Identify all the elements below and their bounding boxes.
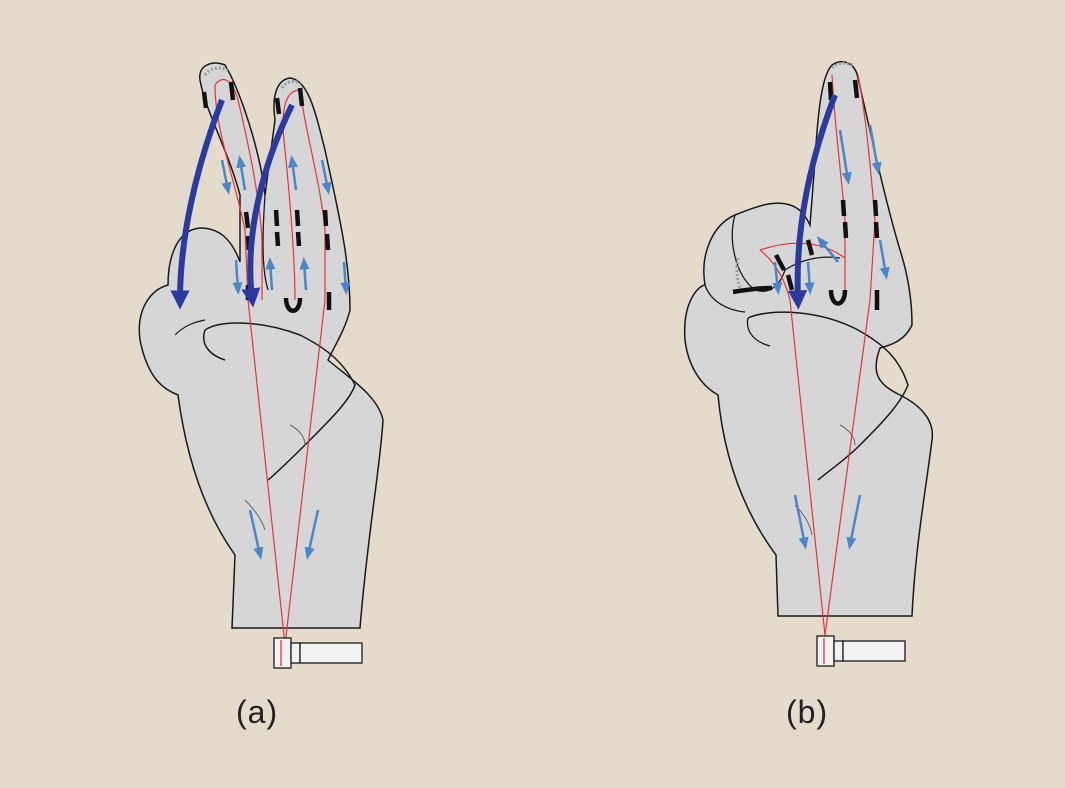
panel-a-label: (a)	[236, 694, 279, 730]
bend-sensor-marks-b	[732, 79, 880, 310]
flexion-arrow-b	[788, 93, 838, 310]
light-source-device-b	[816, 635, 906, 667]
light-direction-arrows-a	[220, 155, 351, 560]
panel-b	[683, 61, 934, 667]
light-source-device-a	[273, 637, 363, 669]
hand-illustration-b	[683, 61, 934, 617]
flexion-arrows-a	[170, 98, 295, 310]
thumb-contour-a	[204, 322, 356, 481]
thumb-contour-b	[747, 311, 909, 481]
optical-fiber-a	[214, 78, 326, 646]
light-direction-arrows-b	[772, 124, 890, 550]
panel-a	[138, 62, 384, 669]
panel-b-label: (b)	[786, 694, 829, 730]
hand-illustration-a	[138, 62, 384, 629]
